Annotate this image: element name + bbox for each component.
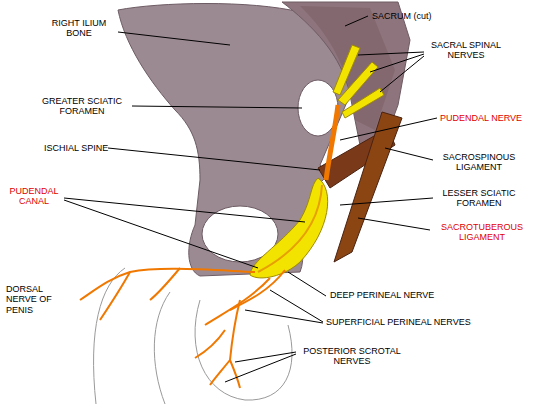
- nerve-in-canal: [258, 185, 322, 272]
- leader-lines: [64, 16, 437, 382]
- part-label: DORSAL NERVE OF PENIS: [6, 284, 58, 315]
- pudendal-nerve: [326, 105, 338, 180]
- body-outline: [154, 292, 170, 404]
- sacrotuberous-ligament: [334, 112, 402, 262]
- part-label: SACRUM (cut): [372, 11, 432, 21]
- part-label: DEEP PERINEAL NERVE: [330, 290, 434, 300]
- part-label: SACRAL SPINAL NERVES: [426, 40, 506, 61]
- part-label: RIGHT ILIUM BONE: [40, 18, 118, 39]
- part-label: LESSER SCIATIC FORAMEN: [436, 188, 522, 209]
- part-label: PUDENDAL CANAL: [4, 186, 64, 207]
- pudendal-canal: [250, 178, 328, 278]
- greater-sciatic-foramen: [298, 80, 338, 136]
- part-label: GREATER SCIATIC FORAMEN: [36, 96, 128, 117]
- part-label: POSTERIOR SCROTAL NERVES: [298, 346, 406, 367]
- sacral-nerves: [333, 45, 384, 118]
- part-label: SUPERFICIAL PERINEAL NERVES: [326, 317, 471, 327]
- part-label: ISCHIAL SPINE: [44, 143, 108, 153]
- part-label: SACROSPINOUS LIGAMENT: [436, 152, 522, 173]
- part-label: PUDENDAL NERVE: [440, 113, 522, 123]
- part-label: SACROTUBEROUS LIGAMENT: [432, 222, 532, 243]
